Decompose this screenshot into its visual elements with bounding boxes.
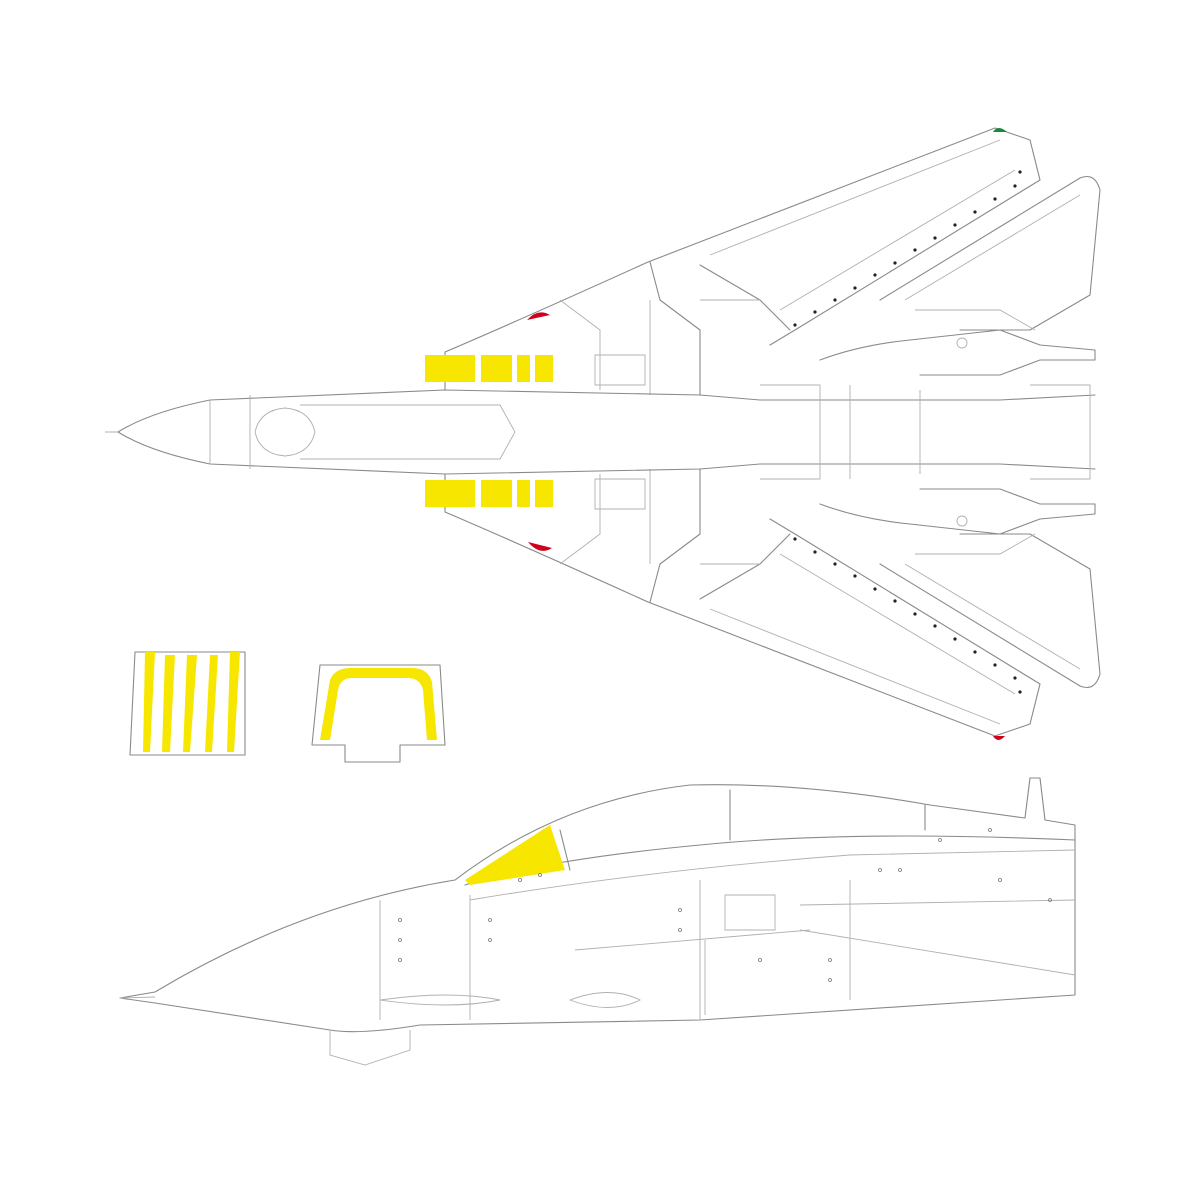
red-light-mask-upper xyxy=(527,312,550,320)
green-wingtip-light xyxy=(993,128,1007,132)
red-light-mask-lower xyxy=(528,542,552,551)
yellow-windscreen-mask xyxy=(465,825,565,885)
top-view xyxy=(104,127,1101,740)
side-view xyxy=(119,777,1076,1066)
red-wingtip-light xyxy=(993,736,1005,740)
yellow-intake-masks-upper xyxy=(425,355,553,382)
yellow-intake-masks-lower xyxy=(425,480,553,507)
exhaust-mask-part xyxy=(129,651,246,756)
canopy-frame-mask-part xyxy=(311,664,446,763)
